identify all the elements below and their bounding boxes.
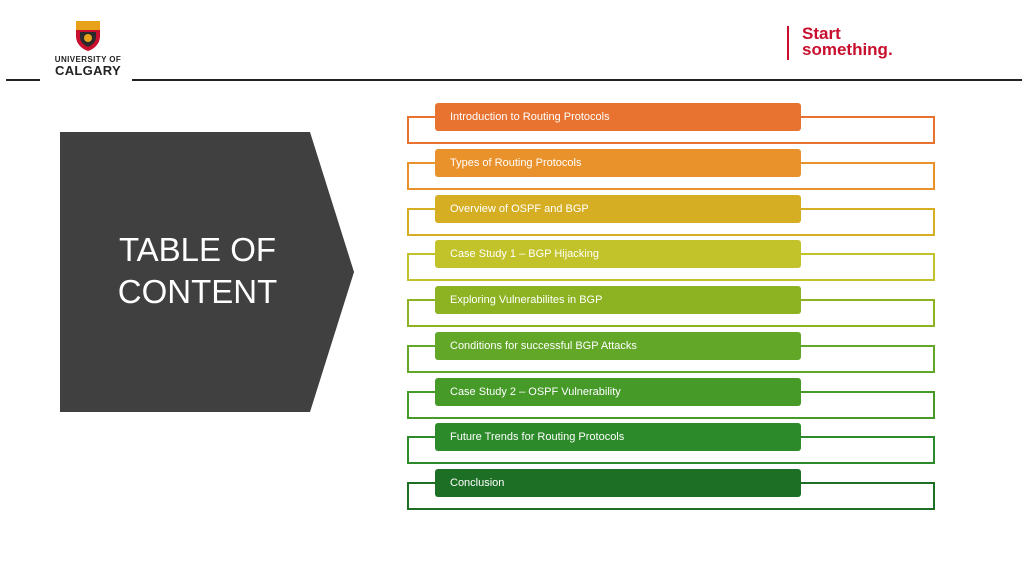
toc-item[interactable]: Conditions for successful BGP Attacks bbox=[407, 331, 935, 378]
toc-item-label[interactable]: Overview of OSPF and BGP bbox=[435, 194, 801, 223]
toc-item[interactable]: Exploring Vulnerabilites in BGP bbox=[407, 286, 935, 332]
university-name-line2: CALGARY bbox=[55, 63, 121, 78]
toc-item-label[interactable]: Case Study 2 – OSPF Vulnerability bbox=[435, 377, 801, 406]
page-title-line2: CONTENT bbox=[117, 273, 278, 310]
header-divider bbox=[6, 79, 1022, 81]
toc-item-label[interactable]: Types of Routing Protocols bbox=[435, 148, 801, 177]
title-panel bbox=[60, 132, 355, 412]
tagline-line2: something. bbox=[802, 40, 893, 59]
toc-item[interactable]: Case Study 2 – OSPF Vulnerability bbox=[407, 377, 935, 424]
toc-item-label[interactable]: Introduction to Routing Protocols bbox=[435, 103, 801, 131]
university-name-line1: UNIVERSITY OF bbox=[54, 55, 122, 64]
toc-item-label[interactable]: Future Trends for Routing Protocols bbox=[435, 423, 801, 452]
page-title: TABLE OF CONTENT bbox=[60, 229, 335, 313]
header-divider-gap bbox=[40, 79, 132, 81]
crest-icon bbox=[76, 21, 100, 51]
toc-item-label[interactable]: Conditions for successful BGP Attacks bbox=[435, 331, 801, 360]
toc-item-label[interactable]: Exploring Vulnerabilites in BGP bbox=[435, 286, 801, 314]
toc-item-label[interactable]: Conclusion bbox=[435, 469, 801, 497]
page-title-line1: TABLE OF bbox=[118, 231, 277, 268]
toc-item[interactable]: Overview of OSPF and BGP bbox=[407, 194, 935, 241]
university-logo: UNIVERSITY OF CALGARY bbox=[50, 20, 126, 77]
toc-item[interactable]: Introduction to Routing Protocols bbox=[407, 103, 935, 149]
toc-item[interactable]: Case Study 1 – BGP Hijacking bbox=[407, 240, 935, 286]
toc-item[interactable]: Future Trends for Routing Protocols bbox=[407, 423, 935, 469]
toc-item-label[interactable]: Case Study 1 – BGP Hijacking bbox=[435, 240, 801, 269]
tagline-line1: Start bbox=[802, 24, 841, 43]
toc-item[interactable]: Types of Routing Protocols bbox=[407, 148, 935, 195]
tagline-bar bbox=[787, 26, 789, 60]
toc-item[interactable]: Conclusion bbox=[407, 469, 935, 515]
